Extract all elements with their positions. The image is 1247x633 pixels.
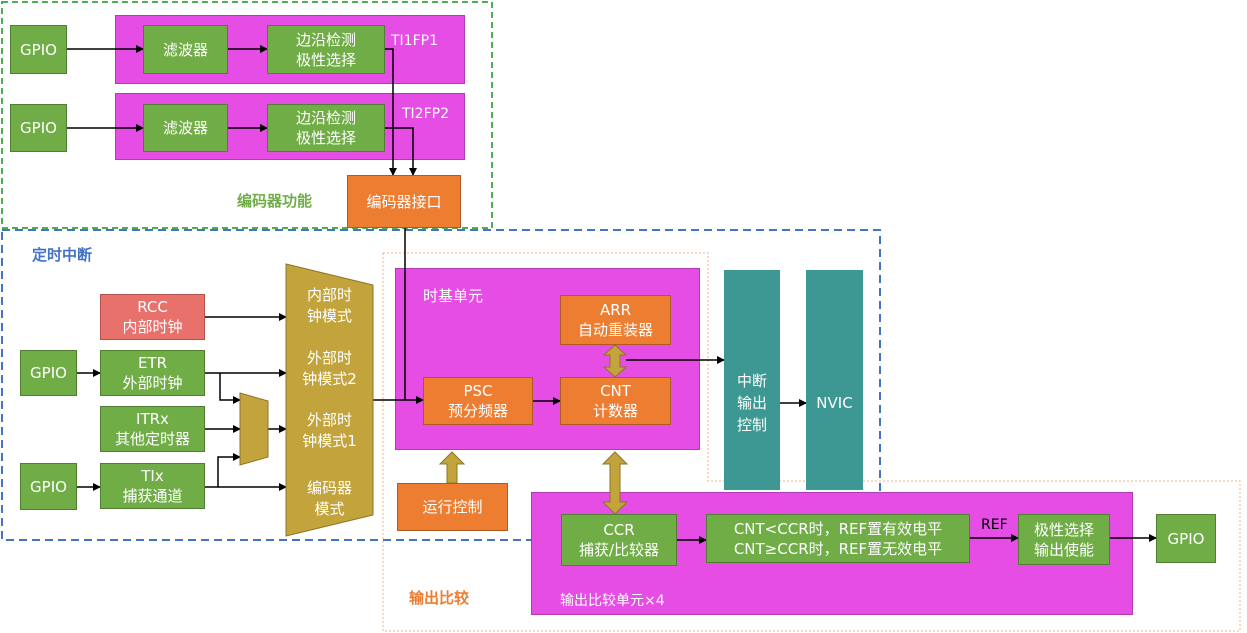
run-control-arrow — [438, 451, 466, 484]
etr-external-clock: ETR 外部时钟 — [100, 350, 205, 396]
compare-rule-line1: CNT<CCR时，REF置有效电平 — [733, 519, 943, 538]
clock-mode-mux — [285, 263, 374, 537]
psc-line1: PSC — [463, 382, 493, 400]
filter-2-label: 滤波器 — [162, 119, 208, 137]
clock-mode-encoder: 编码器 模式 — [286, 478, 373, 520]
arrow-etr-to-trigger-mux — [219, 373, 241, 404]
edge-polarity-1-line1: 边沿检测 — [295, 30, 356, 49]
clock-mode-external-1: 外部时 钟模式1 — [286, 410, 373, 452]
encoder-gpio-1-label: GPIO — [20, 40, 57, 59]
itrx-line2: 其他定时器 — [114, 430, 190, 448]
output-gpio-label: GPIO — [1167, 529, 1205, 548]
cnt-ccr-double-arrow — [601, 451, 629, 515]
encoder-gpio-2-label: GPIO — [20, 119, 57, 137]
nvic-label: NVIC — [816, 394, 853, 412]
time-base-unit-label: 时基单元 — [423, 287, 484, 305]
cnt-counter: CNT 计数器 — [560, 377, 671, 425]
output-compare-section-label: 输出比较 — [409, 589, 470, 607]
signal-ti2fp2: TI2FP2 — [402, 106, 449, 122]
psc-line2: 预分频器 — [447, 402, 508, 420]
tix-line2: 捕获通道 — [122, 487, 183, 505]
timer-interrupt-section-outline — [1, 229, 881, 541]
polarity-output-enable: 极性选择 输出使能 — [1018, 514, 1110, 565]
nvic: NVIC — [806, 270, 863, 490]
interrupt-output-control-line2: 输出 — [736, 394, 767, 412]
clock-mode-external-2-line1: 外部时 — [306, 349, 352, 367]
interrupt-output-control: 中断 输出 控制 — [724, 270, 780, 490]
arr-line1: ARR — [599, 301, 632, 319]
ccr-line2: 捕获/比较器 — [578, 541, 660, 559]
tix-gpio-label: GPIO — [30, 477, 67, 496]
edge-polarity-2-line1: 边沿检测 — [295, 109, 356, 127]
filter-1: 滤波器 — [143, 25, 228, 74]
arrow-tix-to-trigger-mux — [217, 453, 241, 487]
compare-rule: CNT<CCR时，REF置有效电平 CNT≥CCR时，REF置无效电平 — [706, 514, 970, 563]
tix-capture-channel: TIx 捕获通道 — [100, 463, 205, 509]
ccr-line1: CCR — [603, 521, 635, 539]
filter-1-label: 滤波器 — [162, 40, 208, 59]
filter-2: 滤波器 — [143, 104, 228, 152]
edge-polarity-2: 边沿检测 极性选择 — [267, 104, 385, 152]
clock-mode-encoder-line2: 模式 — [314, 500, 345, 518]
compare-rule-line2: CNT≥CCR时，REF置无效电平 — [733, 539, 943, 558]
output-compare-section-outline — [382, 252, 1241, 632]
clock-mode-external-1-line1: 外部时 — [306, 411, 352, 429]
encoder-section-outline — [1, 1, 493, 229]
arr-cnt-double-arrow — [602, 344, 628, 378]
run-control-label: 运行控制 — [422, 498, 483, 516]
polarity-line2: 输出使能 — [1033, 540, 1094, 559]
cnt-line2: 计数器 — [592, 402, 638, 420]
output-gpio: GPIO — [1156, 514, 1216, 563]
ccr-capture-compare: CCR 捕获/比较器 — [561, 514, 677, 566]
output-compare-unit-label: 输出比较单元×4 — [560, 593, 665, 609]
signal-ti1fp1: TI1FP1 — [391, 33, 438, 49]
encoder-gpio-1: GPIO — [10, 25, 67, 74]
itrx-other-timers: ITRx 其他定时器 — [100, 406, 205, 452]
edge-polarity-2-line2: 极性选择 — [295, 129, 356, 147]
etr-gpio: GPIO — [20, 350, 77, 396]
edge-polarity-1-line2: 极性选择 — [295, 50, 356, 69]
etr-gpio-label: GPIO — [30, 364, 67, 382]
arrow-ti1fp1-to-encoder-interface — [385, 48, 397, 176]
clock-mode-internal-line2: 钟模式 — [306, 307, 352, 325]
polarity-line1: 极性选择 — [1033, 520, 1094, 539]
clock-mode-external-1-line2: 钟模式1 — [302, 432, 357, 450]
clock-mode-internal-line1: 内部时 — [306, 286, 352, 304]
clock-mode-external-2: 外部时 钟模式2 — [286, 348, 373, 390]
edge-polarity-1: 边沿检测 极性选择 — [267, 25, 385, 74]
clock-mode-external-2-line2: 钟模式2 — [302, 370, 357, 388]
tix-line1: TIx — [141, 467, 164, 485]
rcc-line1: RCC — [137, 298, 168, 316]
interrupt-output-control-line1: 中断 — [736, 372, 767, 390]
etr-line1: ETR — [137, 354, 168, 372]
clock-mode-encoder-line1: 编码器 — [306, 479, 352, 497]
run-control: 运行控制 — [397, 483, 508, 531]
cnt-line1: CNT — [600, 382, 631, 400]
encoder-interface-label: 编码器接口 — [366, 192, 442, 211]
tix-gpio: GPIO — [20, 463, 77, 510]
encoder-gpio-2: GPIO — [10, 104, 67, 152]
rcc-line2: 内部时钟 — [122, 318, 183, 336]
itrx-line1: ITRx — [136, 410, 169, 428]
encoder-interface: 编码器接口 — [347, 175, 461, 228]
timer-interrupt-section-label: 定时中断 — [32, 246, 93, 264]
arr-line2: 自动重装器 — [577, 321, 653, 339]
trigger-select-mux — [239, 392, 269, 466]
interrupt-output-control-line3: 控制 — [736, 416, 767, 434]
clock-mode-internal: 内部时 钟模式 — [286, 285, 373, 327]
rcc-internal-clock: RCC 内部时钟 — [100, 294, 205, 340]
psc-prescaler: PSC 预分频器 — [423, 377, 533, 425]
etr-line2: 外部时钟 — [122, 374, 183, 392]
ref-signal-label: REF — [981, 517, 1008, 533]
arr-auto-reload: ARR 自动重装器 — [560, 295, 671, 345]
encoder-section-label: 编码器功能 — [237, 192, 313, 210]
arrow-ti2fp2-to-encoder-interface — [385, 127, 417, 176]
